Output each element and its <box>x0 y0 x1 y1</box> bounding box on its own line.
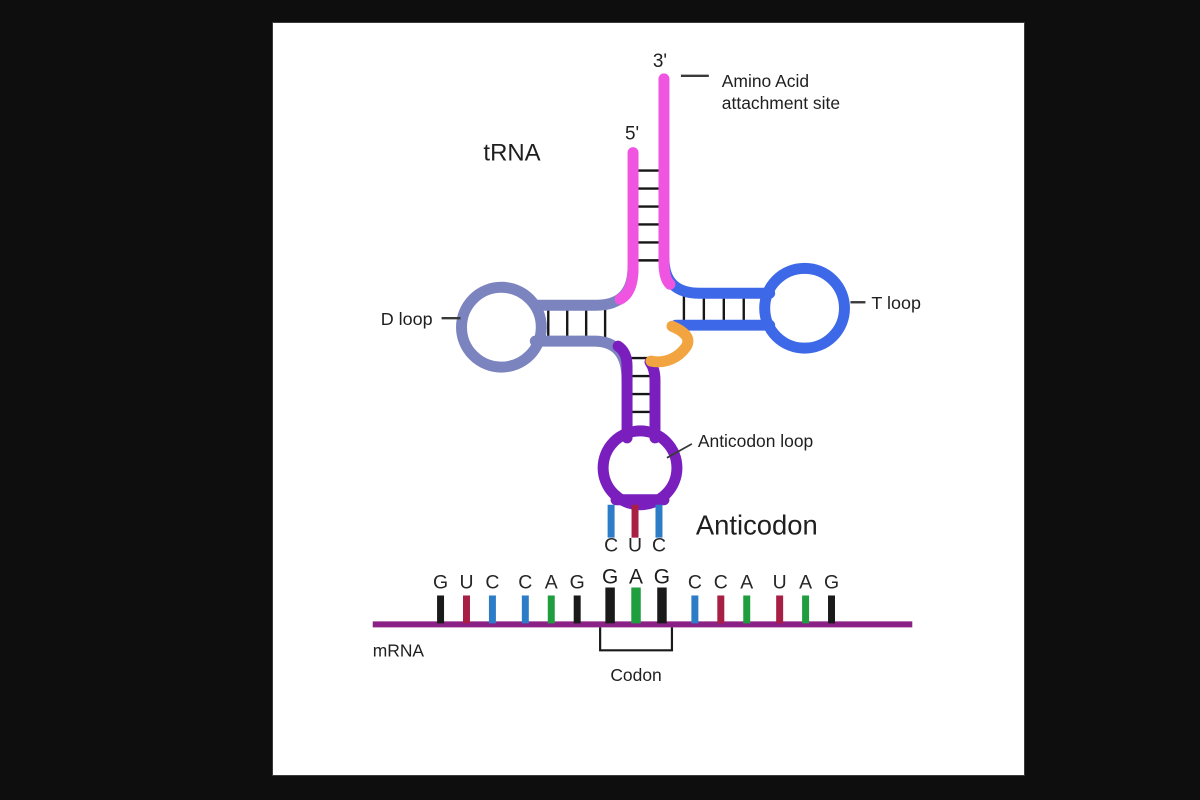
d-loop-label: D loop <box>381 309 433 329</box>
mrna-base-letter: G <box>433 571 448 593</box>
mrna-base-letter: A <box>799 571 812 593</box>
mrna-base-letter: A <box>545 571 558 593</box>
anticodon-label: Anticodon <box>696 510 818 541</box>
mrna-base-letter: G <box>824 571 839 593</box>
mrna-base-letter: C <box>688 571 702 593</box>
three-prime-label: 3' <box>653 51 667 72</box>
codon-bracket <box>599 627 674 652</box>
mrna-base-letter-codon: G <box>654 566 670 589</box>
amino-acid-label-line1: Amino Acid <box>722 71 809 91</box>
anticodon-base-letter: C <box>652 535 666 557</box>
mrna-label: mRNA <box>373 640 425 660</box>
anticodon-base-letter: U <box>628 535 642 557</box>
t-loop-label: T loop <box>871 293 921 313</box>
mrna-base-letter: C <box>518 571 532 593</box>
mrna-base-letter: U <box>773 571 787 593</box>
anticodon-loop-label: Anticodon loop <box>698 431 813 451</box>
five-prime-label: 5' <box>625 124 639 145</box>
t-loop-ring <box>759 262 850 354</box>
trna-title: tRNA <box>483 140 540 167</box>
codon-label: Codon <box>610 665 661 685</box>
t-arm-top-strand <box>658 252 776 299</box>
mrna-base-letter: C <box>714 571 728 593</box>
mrna-base-letter-codon: G <box>602 566 618 589</box>
variable-loop <box>645 320 694 368</box>
mrna-base-letter: U <box>459 571 473 593</box>
mrna-base-letter: G <box>570 571 585 593</box>
mrna-base-letter: A <box>740 571 753 593</box>
mrna-base-letter: C <box>485 571 499 593</box>
anticodon-base-letter: C <box>604 535 618 557</box>
mrna-base-letter-codon: A <box>629 566 643 589</box>
acceptor-stem-5p-strand <box>614 147 639 305</box>
anticodon-loop-ring <box>597 425 683 511</box>
anticodon-loop-leader-line <box>666 443 693 459</box>
d-loop-ring <box>456 281 547 373</box>
anticodon-stem-right-strand <box>644 356 661 444</box>
d-stem-rungs <box>547 305 607 342</box>
amino-acid-label-line2: attachment site <box>722 93 840 113</box>
acceptor-stem-3p-strand <box>658 73 676 290</box>
anticodon-stem-left-strand <box>612 340 633 444</box>
